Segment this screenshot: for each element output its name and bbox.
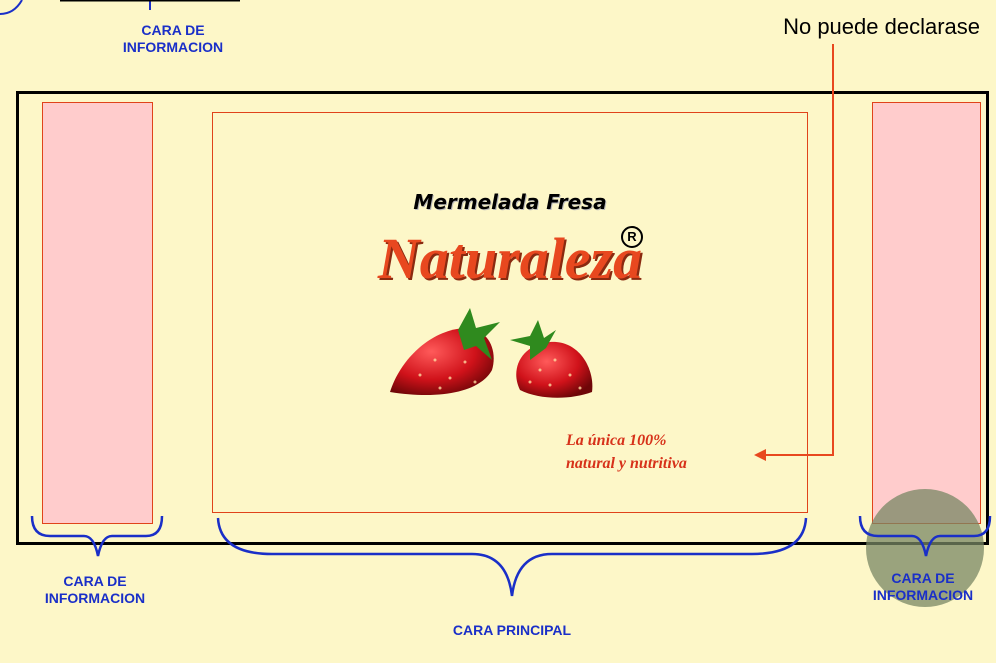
product-subtitle: Mermelada Fresa: [413, 190, 607, 214]
top-left-brace: [0, 0, 240, 15]
registered-mark: R: [621, 226, 643, 248]
note-text: No puede declarase: [783, 14, 980, 39]
slogan-line-1: La única 100%: [566, 432, 667, 449]
top-info-label: CARA DE INFORMACION: [122, 22, 224, 55]
right-info-label: CARA DE INFORMACION: [872, 570, 974, 603]
package-outline: [16, 91, 989, 545]
left-info-label: CARA DE INFORMACION: [44, 573, 146, 606]
slogan-line-2: natural y nutritiva: [566, 455, 687, 472]
brand-name: Naturaleza: [377, 226, 643, 291]
note-arrow: [754, 44, 834, 461]
right-info-panel: [872, 102, 981, 524]
principal-label: CARA PRINCIPAL: [452, 622, 572, 638]
left-info-panel: [42, 102, 153, 524]
principal-brace: [216, 517, 808, 597]
left-brace: [30, 515, 164, 557]
right-brace: [858, 515, 992, 557]
strawberry-illustration: [390, 308, 593, 398]
slogan: La única 100% natural y nutritiva: [566, 429, 736, 475]
main-panel: [212, 112, 808, 513]
